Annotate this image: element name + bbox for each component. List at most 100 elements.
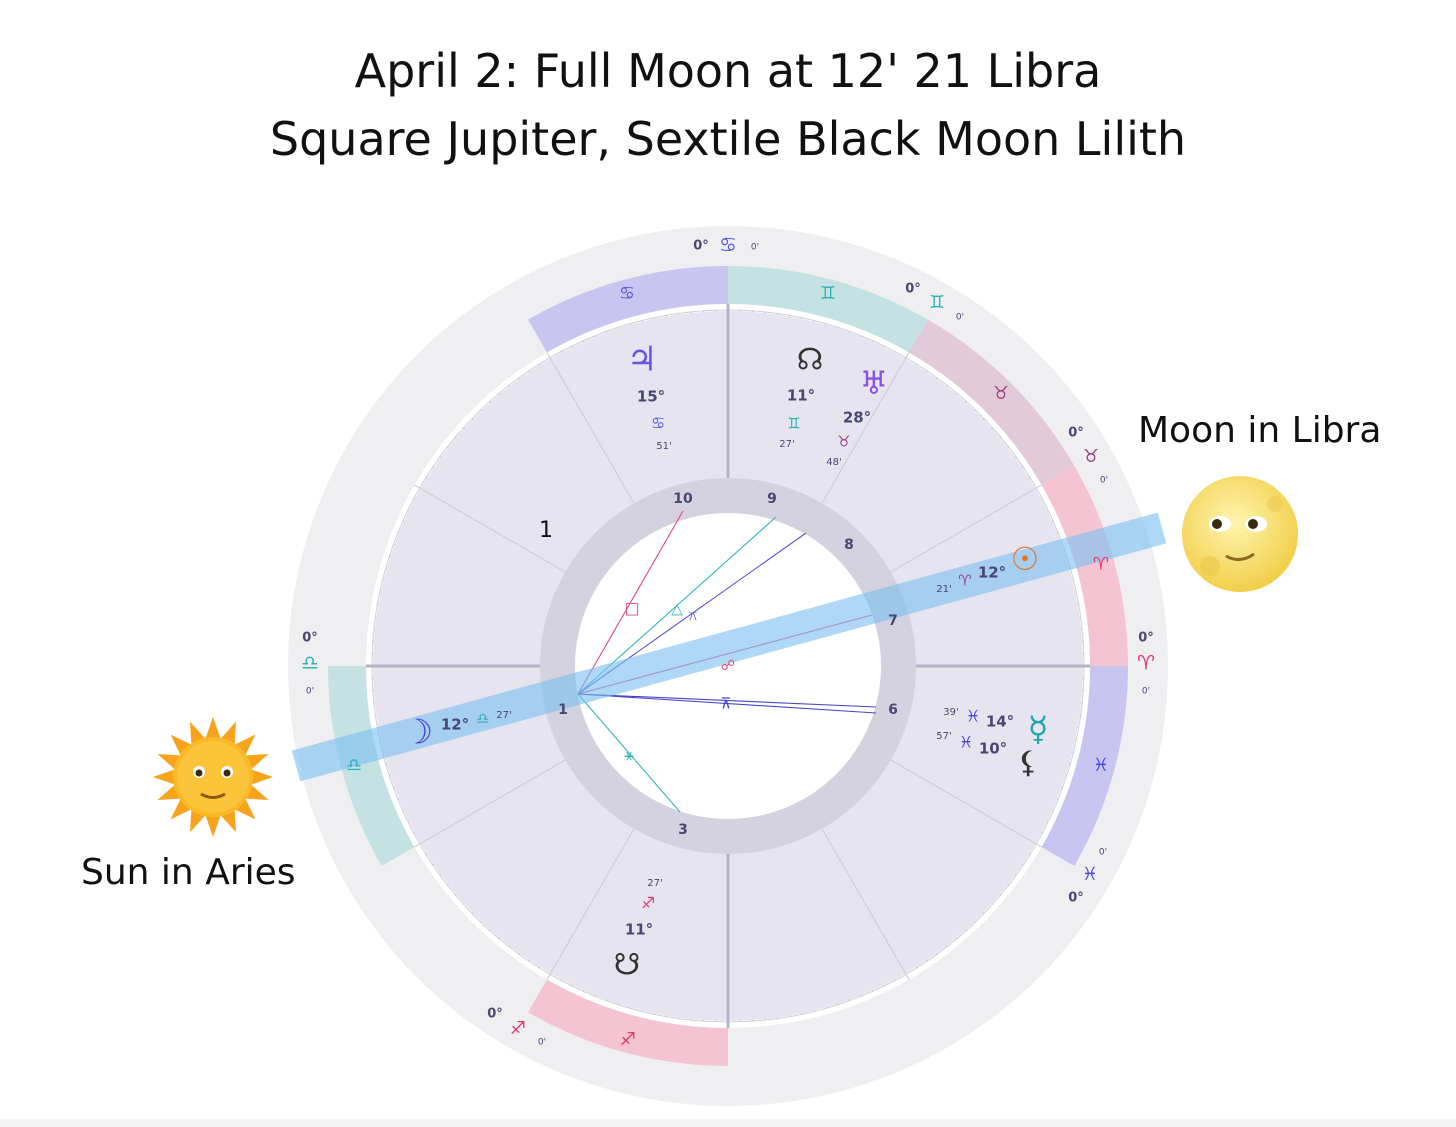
sun-ray [157,785,180,800]
house-number-9: 9 [767,491,777,507]
lilith-aspect-glyph: ⊼ [721,695,732,713]
uranus-minute: 48' [826,457,841,468]
sun-ray [252,769,273,785]
sun-ray [170,734,191,755]
south-node-sign: ♐ [641,894,655,913]
house-number-3: 3 [678,822,688,838]
moon-sign: ♎ [476,710,489,728]
pisces-cusp-glyph: ♓ [1082,864,1098,885]
cancer-cusp-glyph: ♋ [719,233,737,257]
sun-ray [170,799,191,820]
cusp-degree: 0° [302,631,318,646]
taurus-cusp-glyph: ♉ [1083,446,1099,467]
bottom-bar [0,1119,1456,1127]
lilith-aspect-line [577,693,877,708]
jupiter-glyph: ♃ [627,340,657,380]
moon-glyph: ☽ [403,713,433,753]
taurus-band [909,319,1075,485]
pisces-band-glyph: ♓ [1093,755,1109,776]
sextile-aspect-line [577,693,681,813]
cusp-degree: 0° [1138,631,1154,646]
cusp-degree: 0° [905,282,921,297]
house-cusp-line [890,484,1042,573]
sun-ray [153,769,174,785]
quincunx-aspect-glyph: ⚻ [689,610,698,625]
house-number-6: 6 [888,702,898,718]
gemini-band-glyph: ♊ [820,283,836,304]
opposition-aspect-glyph: ☍ [721,658,735,674]
sagittarius-band-glyph: ♐ [620,1029,636,1050]
sun-ray [157,754,180,769]
sun-ray [190,810,205,833]
sun-ray [246,754,269,769]
north-node-sign: ♊ [787,415,800,433]
house-one-marker: 1 [539,518,553,543]
gemini-band [728,266,928,353]
black-moon-lilith-glyph: ⚸ [1017,746,1039,781]
house-cusp-line [821,352,910,504]
sun-ray [221,810,236,833]
square-aspect-glyph: □ [624,599,639,618]
moon-minute: 27' [496,710,511,721]
house-number-8: 8 [844,537,854,553]
sun-ray [246,785,269,800]
sun-with-face-icon [153,717,273,837]
lilith-degree: 10° [979,740,1007,758]
north-node-glyph: ☊ [797,343,824,378]
lilith-minute: 57' [936,731,951,742]
aries-cusp-glyph: ♈ [1137,651,1155,675]
sun-ray [205,717,221,738]
cancer-band [528,266,728,353]
moon-in-libra-label: Moon in Libra [1138,410,1382,451]
house-cusp-line [414,484,566,573]
south-node-degree: 11° [625,921,653,939]
cusp-degree: 0° [487,1007,503,1022]
sextile-aspect-glyph: ⚹ [624,746,634,765]
jupiter-degree: 15° [637,388,665,406]
cusp-minute: 0' [751,243,759,253]
cusp-degree: 0° [1068,891,1084,906]
mercury-sign: ♓ [966,707,980,726]
jupiter-sign: ♋ [651,414,665,433]
house-cusp-line [546,828,635,980]
cusp-minute: 0' [956,313,964,323]
sun-ray [205,816,221,837]
sun-ray [221,721,236,744]
libra-band-glyph: ♎ [346,755,362,776]
mercury-minute: 39' [943,707,958,718]
house-cusp-line [890,759,1042,848]
south-node-minute: 27' [647,878,662,889]
sun-ray [235,734,256,755]
uranus-sign: ♉ [837,433,850,451]
aries-band-glyph: ♈ [1093,554,1109,575]
cusp-minute: 0' [1100,476,1108,486]
sun-glyph: ☉ [1011,540,1040,578]
libra-band [328,666,415,866]
house-cusp-line [546,352,635,504]
aries-band [1041,466,1128,666]
taurus-band-glyph: ♉ [993,383,1009,404]
mercury-aspect-line [577,693,877,714]
sagittarius-cusp-glyph: ♐ [510,1018,526,1039]
aspect-circle [575,513,881,819]
pisces-band [1041,666,1128,866]
house-number-10: 10 [673,491,693,507]
trine-aspect-glyph: △ [671,600,683,618]
house-cusp-line [821,828,910,980]
mercury-degree: 14° [986,713,1014,731]
square-aspect-line [577,510,684,695]
moon-sun-highlight-beam [291,512,1167,782]
house-cusp-line [414,759,566,848]
uranus-glyph: ♅ [860,364,889,402]
cusp-minute: 0' [306,687,314,697]
page-subtitle: Square Jupiter, Sextile Black Moon Lilit… [269,112,1187,166]
cusp-degree: 0° [693,239,709,254]
north-node-minute: 27' [779,439,794,450]
cusp-degree: 0° [1068,426,1084,441]
zodiac-bands [328,266,1128,1066]
libra-cusp-glyph: ♎ [301,651,319,675]
cancer-band-glyph: ♋ [619,283,635,304]
full-moon-face-icon [1182,476,1298,592]
sun-ray [190,721,205,744]
